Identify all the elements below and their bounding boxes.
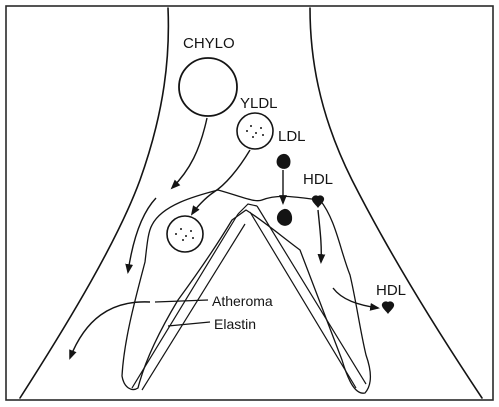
- label-atheroma: Atheroma: [212, 293, 273, 309]
- arrow-chylo-down: [172, 118, 207, 188]
- arrow-lumen-left: [128, 198, 156, 272]
- figure-frame: [6, 6, 493, 400]
- arrow-vldl-into-wall: [192, 150, 250, 214]
- arrow-hdl-into-wall: [318, 210, 321, 262]
- elastin-right-b: [257, 206, 366, 384]
- vessel-walls: [20, 8, 482, 398]
- chylomicron-particle: [179, 58, 237, 116]
- label-hdl-top: HDL: [303, 171, 333, 188]
- label-chylo: CHYLO: [183, 35, 235, 52]
- arrow-exit-lower-left: [70, 302, 150, 358]
- ldl-particle-in-wall: [277, 209, 292, 226]
- vldl-particle-in-wall: [167, 216, 203, 252]
- elastin-leader: [168, 322, 210, 326]
- ldl-particle: [277, 154, 291, 169]
- label-yldl: YLDL: [240, 95, 278, 112]
- label-hdl-right: HDL: [376, 282, 406, 299]
- vessel-wall-right: [310, 8, 482, 398]
- hdl-particle: [312, 195, 324, 208]
- hdl-particle-exiting: [382, 301, 394, 314]
- vessel-wall-left: [20, 8, 168, 398]
- label-leaders: [155, 300, 210, 326]
- atheroma-leader: [155, 300, 208, 302]
- label-ldl: LDL: [278, 128, 306, 145]
- vldl-particle: [237, 113, 273, 149]
- label-elastin: Elastin: [214, 316, 256, 332]
- elastin-apex: [238, 204, 257, 214]
